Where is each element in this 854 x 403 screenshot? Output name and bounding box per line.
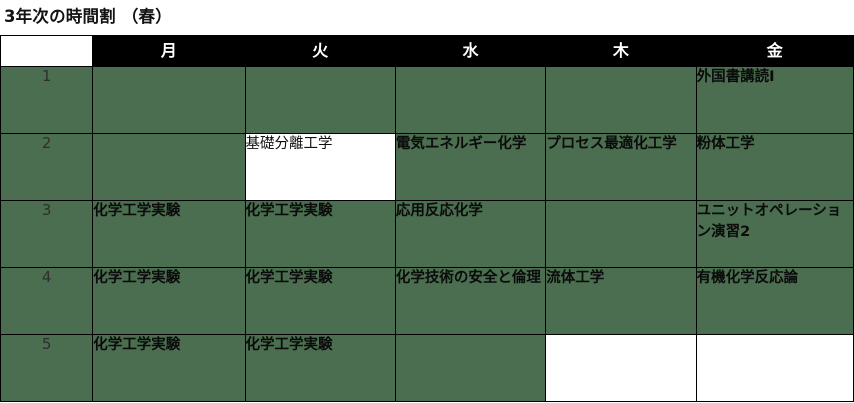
slot-text: 電気エネルギー化学 — [395, 136, 527, 152]
slot-thu-1 — [545, 66, 697, 134]
slot-mon-1 — [92, 66, 246, 134]
slot-tue-3: 化学工学実験 — [244, 200, 396, 268]
timetable-body: 1 外国書講読Ⅰ 2 基礎分離工学 電気エネルギー化学 プロセス最適化工学 粉体… — [0, 66, 854, 402]
slot-wed-4: 化学技術の安全と倫理 — [394, 267, 547, 335]
slot-tue-4: 化学工学実験 — [244, 267, 396, 335]
slot-tue-1 — [244, 66, 396, 134]
slot-text: 化学工学実験 — [245, 337, 333, 353]
period-label-4: 4 — [0, 267, 94, 335]
table-row: 2 基礎分離工学 電気エネルギー化学 プロセス最適化工学 粉体工学 — [0, 133, 854, 201]
slot-mon-3: 化学工学実験 — [92, 200, 246, 268]
period-label-5: 5 — [0, 334, 94, 402]
header-corner-cell — [0, 35, 94, 67]
page-title: 3年次の時間割 （春） — [4, 7, 172, 26]
day-header-thursday: 木 — [545, 35, 697, 67]
slot-wed-3: 応用反応化学 — [394, 200, 547, 268]
slot-text: 粉体工学 — [696, 136, 755, 152]
slot-text: 応用反応化学 — [395, 203, 483, 219]
table-row: 1 外国書講読Ⅰ — [0, 66, 854, 134]
slot-text: 化学工学実験 — [93, 270, 181, 286]
slot-mon-2 — [92, 133, 246, 201]
slot-text: プロセス最適化工学 — [546, 136, 677, 152]
timetable: 月 火 水 木 金 1 外国書講読Ⅰ 2 基礎分離工学 電気エネルギー化学 プロ… — [0, 35, 854, 402]
timetable-header: 月 火 水 木 金 — [0, 35, 854, 67]
header-row: 月 火 水 木 金 — [0, 35, 854, 67]
slot-text: 化学工学実験 — [245, 270, 333, 286]
slot-text: 外国書講読Ⅰ — [696, 69, 775, 85]
slot-text: 有機化学反応論 — [696, 270, 799, 286]
day-header-tuesday: 火 — [244, 35, 396, 67]
slot-text: 化学工学実験 — [93, 337, 181, 353]
table-row: 3 化学工学実験 化学工学実験 応用反応化学 ユニットオペレーション演習2 — [0, 200, 854, 268]
slot-fri-3: ユニットオペレーション演習2 — [695, 200, 854, 268]
day-header-friday: 金 — [695, 35, 854, 67]
table-row: 4 化学工学実験 化学工学実験 化学技術の安全と倫理 流体工学 有機化学反応論 — [0, 267, 854, 335]
slot-thu-3 — [545, 200, 697, 268]
period-label-2: 2 — [0, 133, 94, 201]
period-label-1: 1 — [0, 66, 94, 134]
slot-fri-5 — [695, 334, 854, 402]
slot-fri-1: 外国書講読Ⅰ — [695, 66, 854, 134]
slot-text: 基礎分離工学 — [245, 136, 333, 152]
slot-text: 化学工学実験 — [245, 203, 333, 219]
slot-wed-5 — [394, 334, 547, 402]
period-label-3: 3 — [0, 200, 94, 268]
day-header-monday: 月 — [92, 35, 246, 67]
day-header-wednesday: 水 — [394, 35, 547, 67]
slot-tue-5: 化学工学実験 — [244, 334, 396, 402]
slot-fri-4: 有機化学反応論 — [695, 267, 854, 335]
slot-wed-1 — [394, 66, 547, 134]
slot-text: 流体工学 — [546, 270, 605, 286]
table-row: 5 化学工学実験 化学工学実験 — [0, 334, 854, 402]
slot-mon-4: 化学工学実験 — [92, 267, 246, 335]
slot-text: 化学工学実験 — [93, 203, 181, 219]
slot-mon-5: 化学工学実験 — [92, 334, 246, 402]
slot-thu-2: プロセス最適化工学 — [545, 133, 697, 201]
slot-text: 化学技術の安全と倫理 — [395, 270, 541, 286]
slot-text: ユニットオペレーション演習2 — [696, 203, 842, 240]
slot-thu-4: 流体工学 — [545, 267, 697, 335]
slot-tue-2: 基礎分離工学 — [244, 133, 396, 201]
slot-wed-2: 電気エネルギー化学 — [394, 133, 547, 201]
slot-thu-5 — [545, 334, 697, 402]
slot-fri-2: 粉体工学 — [695, 133, 854, 201]
